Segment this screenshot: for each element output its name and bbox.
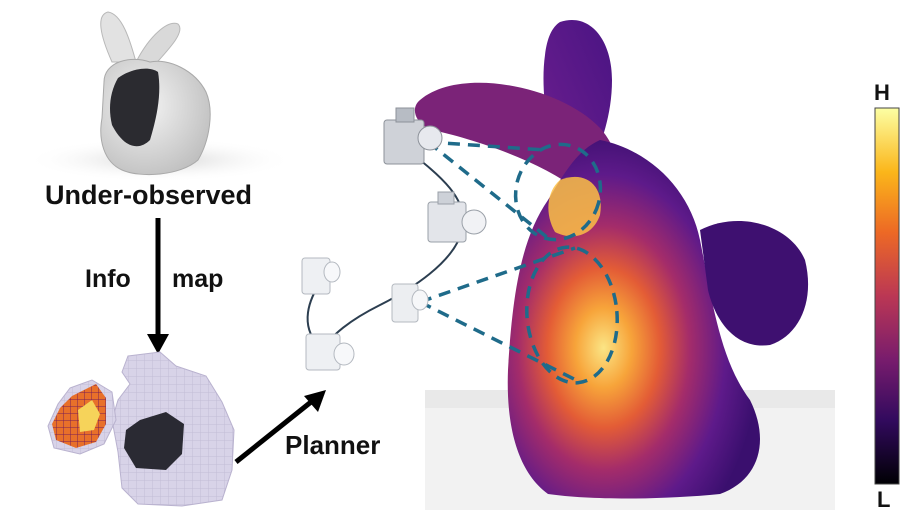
view-frustums: [419, 140, 619, 385]
heatmap-bunny: [414, 19, 809, 499]
camera-5-icon: [305, 333, 355, 371]
map-label: map: [172, 265, 224, 293]
frustum1-ellipse: [513, 142, 603, 242]
bunny-tail: [700, 221, 809, 346]
camera-1-icon: [383, 107, 443, 165]
under-observed-label: Under-observed: [45, 180, 253, 210]
frustum2-bottom: [419, 300, 581, 384]
camera-2-icon: [427, 191, 487, 243]
info-label: Info: [85, 265, 131, 293]
unobserved-patch: [110, 68, 160, 147]
frustum2-ellipse: [525, 245, 619, 385]
colorbar: [874, 107, 900, 485]
planner-arrow: [234, 390, 326, 464]
voxel-bunny: [47, 351, 235, 507]
colorbar-high-label: H: [874, 80, 890, 105]
colorbar-low-label: L: [877, 487, 891, 512]
frustum2-top: [419, 246, 576, 304]
camera-4-icon: [391, 283, 429, 323]
trajectory-upper: [319, 149, 465, 351]
voxel-heat-core: [78, 400, 100, 432]
voxel-unobserved-patch: [124, 412, 184, 470]
frustum1-bottom: [426, 140, 550, 240]
bunny-front-ear: [414, 82, 617, 192]
colorbar-scale: [874, 107, 900, 485]
info-map-arrow: [147, 218, 169, 354]
gray-bunny-ear-left: [100, 11, 137, 63]
camera-3-icon: [301, 257, 341, 295]
planner-label: Planner: [285, 430, 381, 460]
gray-bunny-mesh: [25, 11, 295, 182]
gray-bunny-ear-right: [135, 22, 181, 71]
